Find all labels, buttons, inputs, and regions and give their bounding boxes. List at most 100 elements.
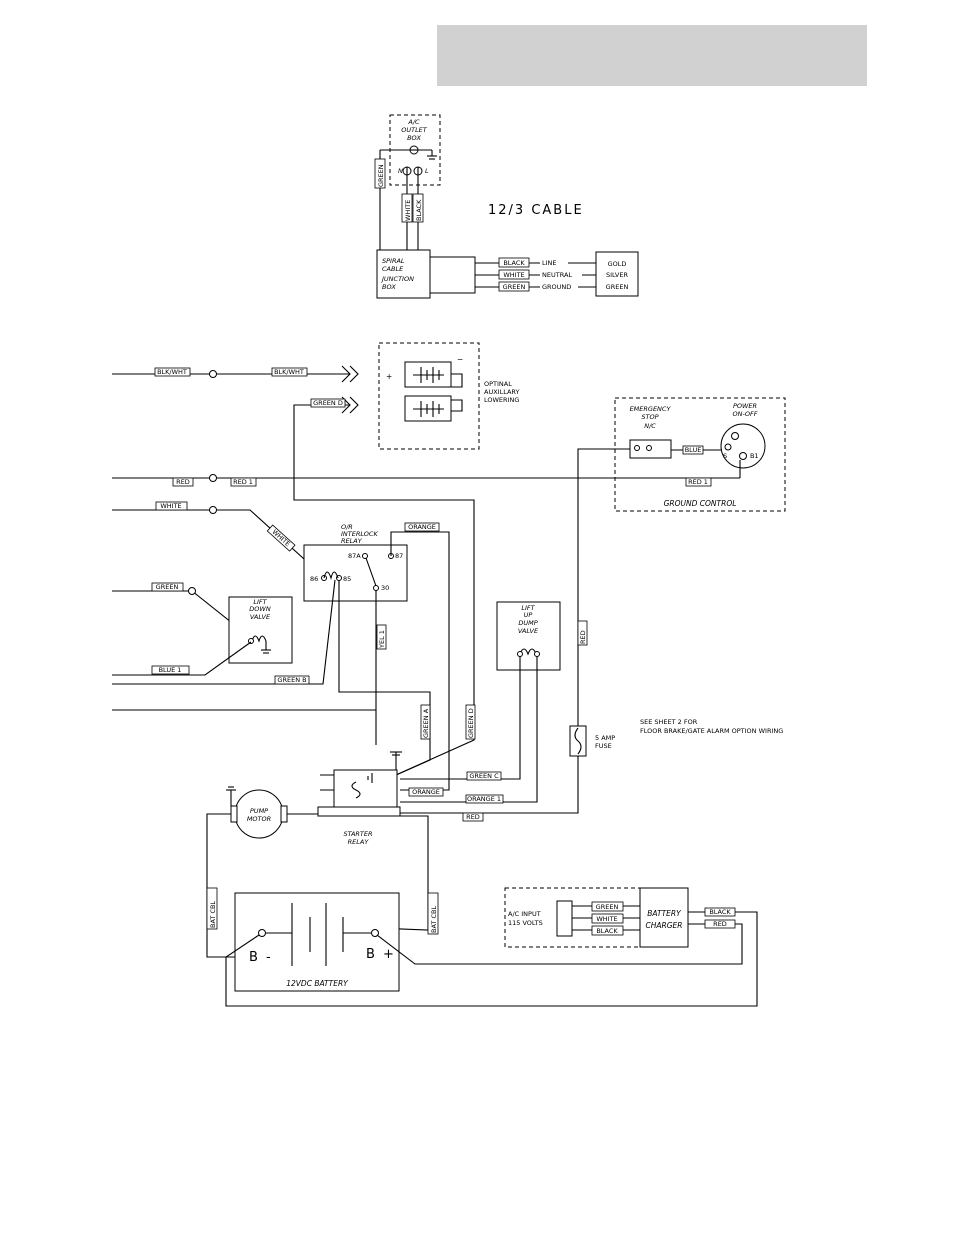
label-wires-green_b: GREEN B bbox=[277, 676, 306, 684]
tag-green-outlet: GREEN bbox=[374, 158, 386, 189]
label-starter-0: STARTER bbox=[343, 830, 372, 838]
tag-blue-1: BLUE 1 bbox=[151, 665, 190, 675]
fuse: 5 AMP FUSE bbox=[569, 725, 615, 757]
label-wires-white: WHITE bbox=[271, 528, 292, 548]
label-starter-1: RELAY bbox=[348, 838, 370, 846]
label-battery-title: 12VDC BATTERY bbox=[286, 979, 349, 988]
label-wires-green_d: GREEN D bbox=[313, 399, 343, 407]
tag-white-ac: WHITE bbox=[591, 913, 624, 924]
tag-bat-cbl-right: BAT CBL bbox=[427, 892, 439, 935]
tag-black-charger: BLACK bbox=[704, 907, 736, 917]
label-lift_down-1: DOWN bbox=[249, 605, 271, 613]
label-ac_input-1: 115 VOLTS bbox=[508, 919, 543, 927]
tag-green-d-vert: GREEN D bbox=[465, 704, 476, 740]
label-relay-title-1: INTERLOCK bbox=[341, 530, 378, 538]
tag-red-charger: RED bbox=[704, 919, 736, 929]
lift-down-valve: LIFT DOWN VALVE bbox=[228, 596, 293, 664]
label-wires-blue1: BLUE 1 bbox=[159, 666, 182, 674]
tag-black-ac: BLACK bbox=[591, 925, 624, 936]
label-wires-green_a: GREEN A bbox=[422, 708, 430, 738]
lift-up-dump-valve: LIFT UP DUMP VALVE bbox=[496, 601, 561, 671]
tag-green-b: GREEN B bbox=[274, 675, 310, 685]
label-ground_control-title: GROUND CONTROL bbox=[664, 499, 737, 508]
label-charger-1: CHARGER bbox=[646, 921, 683, 930]
tag-green-left: GREEN bbox=[151, 582, 184, 592]
tag-orange-top: ORANGE bbox=[404, 522, 440, 532]
label-wires-ground: GROUND bbox=[542, 283, 571, 291]
label-wires-white: WHITE bbox=[596, 915, 617, 923]
label-junction-title-0: SPIRAL bbox=[382, 257, 405, 265]
label-relay-pins-2: 86 bbox=[310, 575, 318, 583]
label-junction-title-3: BOX bbox=[382, 283, 396, 291]
label-battery-pos: B + bbox=[366, 947, 396, 962]
label-wires-black: BLACK bbox=[503, 259, 525, 267]
label-wires-white: WHITE bbox=[404, 200, 412, 221]
label-wires-blue: BLUE bbox=[685, 446, 702, 454]
label-ground_control-estop-2: N/C bbox=[644, 422, 656, 430]
tag-green-ground: GREEN bbox=[498, 281, 530, 292]
solenoid-coil-icon bbox=[251, 635, 267, 643]
label-note-1: FLOOR BRAKE/GATE ALARM OPTION WIRING bbox=[640, 727, 783, 735]
label-ground_control-b1: B1 bbox=[750, 452, 759, 460]
label-ground_control-s: S bbox=[723, 452, 727, 460]
battery: B - B + 12VDC BATTERY bbox=[234, 892, 400, 992]
label-wires-orange: ORANGE bbox=[408, 523, 436, 531]
tag-white-diag: WHITE bbox=[266, 524, 296, 552]
label-wires-black: BLACK bbox=[709, 908, 731, 916]
label-wires-red: RED bbox=[579, 630, 587, 644]
label-wires-black: BLACK bbox=[596, 927, 618, 935]
label-lift_down-2: VALVE bbox=[250, 613, 271, 621]
label-lift_up-3: VALVE bbox=[518, 627, 539, 635]
label-relay-pins-0: 87A bbox=[348, 552, 361, 560]
label-ac_input-0: A/C INPUT bbox=[508, 910, 541, 918]
label-wires-white: WHITE bbox=[160, 502, 181, 510]
tag-red-vert: RED bbox=[577, 620, 588, 646]
aux-lowering-box: + − bbox=[378, 342, 480, 450]
tag-green-c: GREEN C bbox=[466, 771, 502, 781]
label-note-0: SEE SHEET 2 FOR bbox=[640, 718, 698, 726]
label-wires-silver: SILVER bbox=[606, 271, 629, 279]
label-ground_control-estop-1: STOP bbox=[641, 413, 658, 421]
label-relay-pins-1: 87 bbox=[395, 552, 403, 560]
label-relay-pins-3: 85 bbox=[343, 575, 351, 583]
label-charger-0: BATTERY bbox=[647, 909, 682, 918]
tag-blue-gc: BLUE bbox=[682, 445, 704, 455]
label-wires-yel1: YEL 1 bbox=[378, 630, 386, 649]
label-lift_up-1: UP bbox=[524, 611, 533, 619]
label-outlet-n: N bbox=[398, 167, 403, 175]
label-wires-orange1: ORANGE 1 bbox=[467, 795, 501, 803]
label-aux-title-0: OPTINAL bbox=[484, 380, 512, 388]
cable-title: 12/3 CABLE bbox=[488, 203, 584, 218]
label-relay-title-0: O/R bbox=[341, 523, 353, 531]
label-lift_up-2: DUMP bbox=[518, 619, 537, 627]
label-ground_control-power-1: ON-OFF bbox=[733, 410, 758, 418]
label-junction-title-2: JUNCTION bbox=[380, 275, 414, 283]
tag-white-left: WHITE bbox=[155, 501, 188, 511]
label-pump-1: MOTOR bbox=[247, 815, 271, 823]
ac-outlet-box: A/C OUTLET BOX N L bbox=[380, 114, 441, 186]
starter-relay: STARTER RELAY bbox=[317, 751, 402, 846]
label-wires-white: WHITE bbox=[503, 271, 524, 279]
label-lift_up-0: LIFT bbox=[521, 604, 535, 612]
starter-coil-icon bbox=[351, 781, 361, 799]
label-fuse-0: 5 AMP bbox=[595, 734, 615, 742]
pump-motor: PUMP MOTOR bbox=[226, 786, 288, 839]
tag-bat-cbl-left: BAT CBL bbox=[206, 887, 218, 930]
tag-red-starter: RED bbox=[462, 812, 484, 822]
ground-control-box: EMERGENCY STOP N/C POWER ON-OFF S B1 GRO… bbox=[614, 397, 786, 512]
tag-red1-b: RED 1 bbox=[685, 477, 712, 487]
label-wires-red: RED bbox=[466, 813, 480, 821]
label-wires-red1: RED 1 bbox=[688, 478, 708, 486]
aux-battery-icon bbox=[413, 367, 444, 417]
tag-orange-mid: ORANGE bbox=[408, 787, 444, 797]
label-wires-green: GREEN bbox=[503, 283, 526, 291]
label-outlet-title-0: A/C bbox=[407, 118, 420, 126]
label-pump-0: PUMP bbox=[250, 807, 268, 815]
label-lift_down-0: LIFT bbox=[253, 598, 267, 606]
tag-white-neutral: WHITE bbox=[498, 269, 530, 280]
tag-blk-wht-2: BLK/WHT bbox=[271, 367, 308, 377]
label-wires-red: RED bbox=[176, 478, 190, 486]
dump-coil-icon bbox=[519, 648, 537, 656]
tag-green-d: GREEN D bbox=[310, 398, 346, 408]
